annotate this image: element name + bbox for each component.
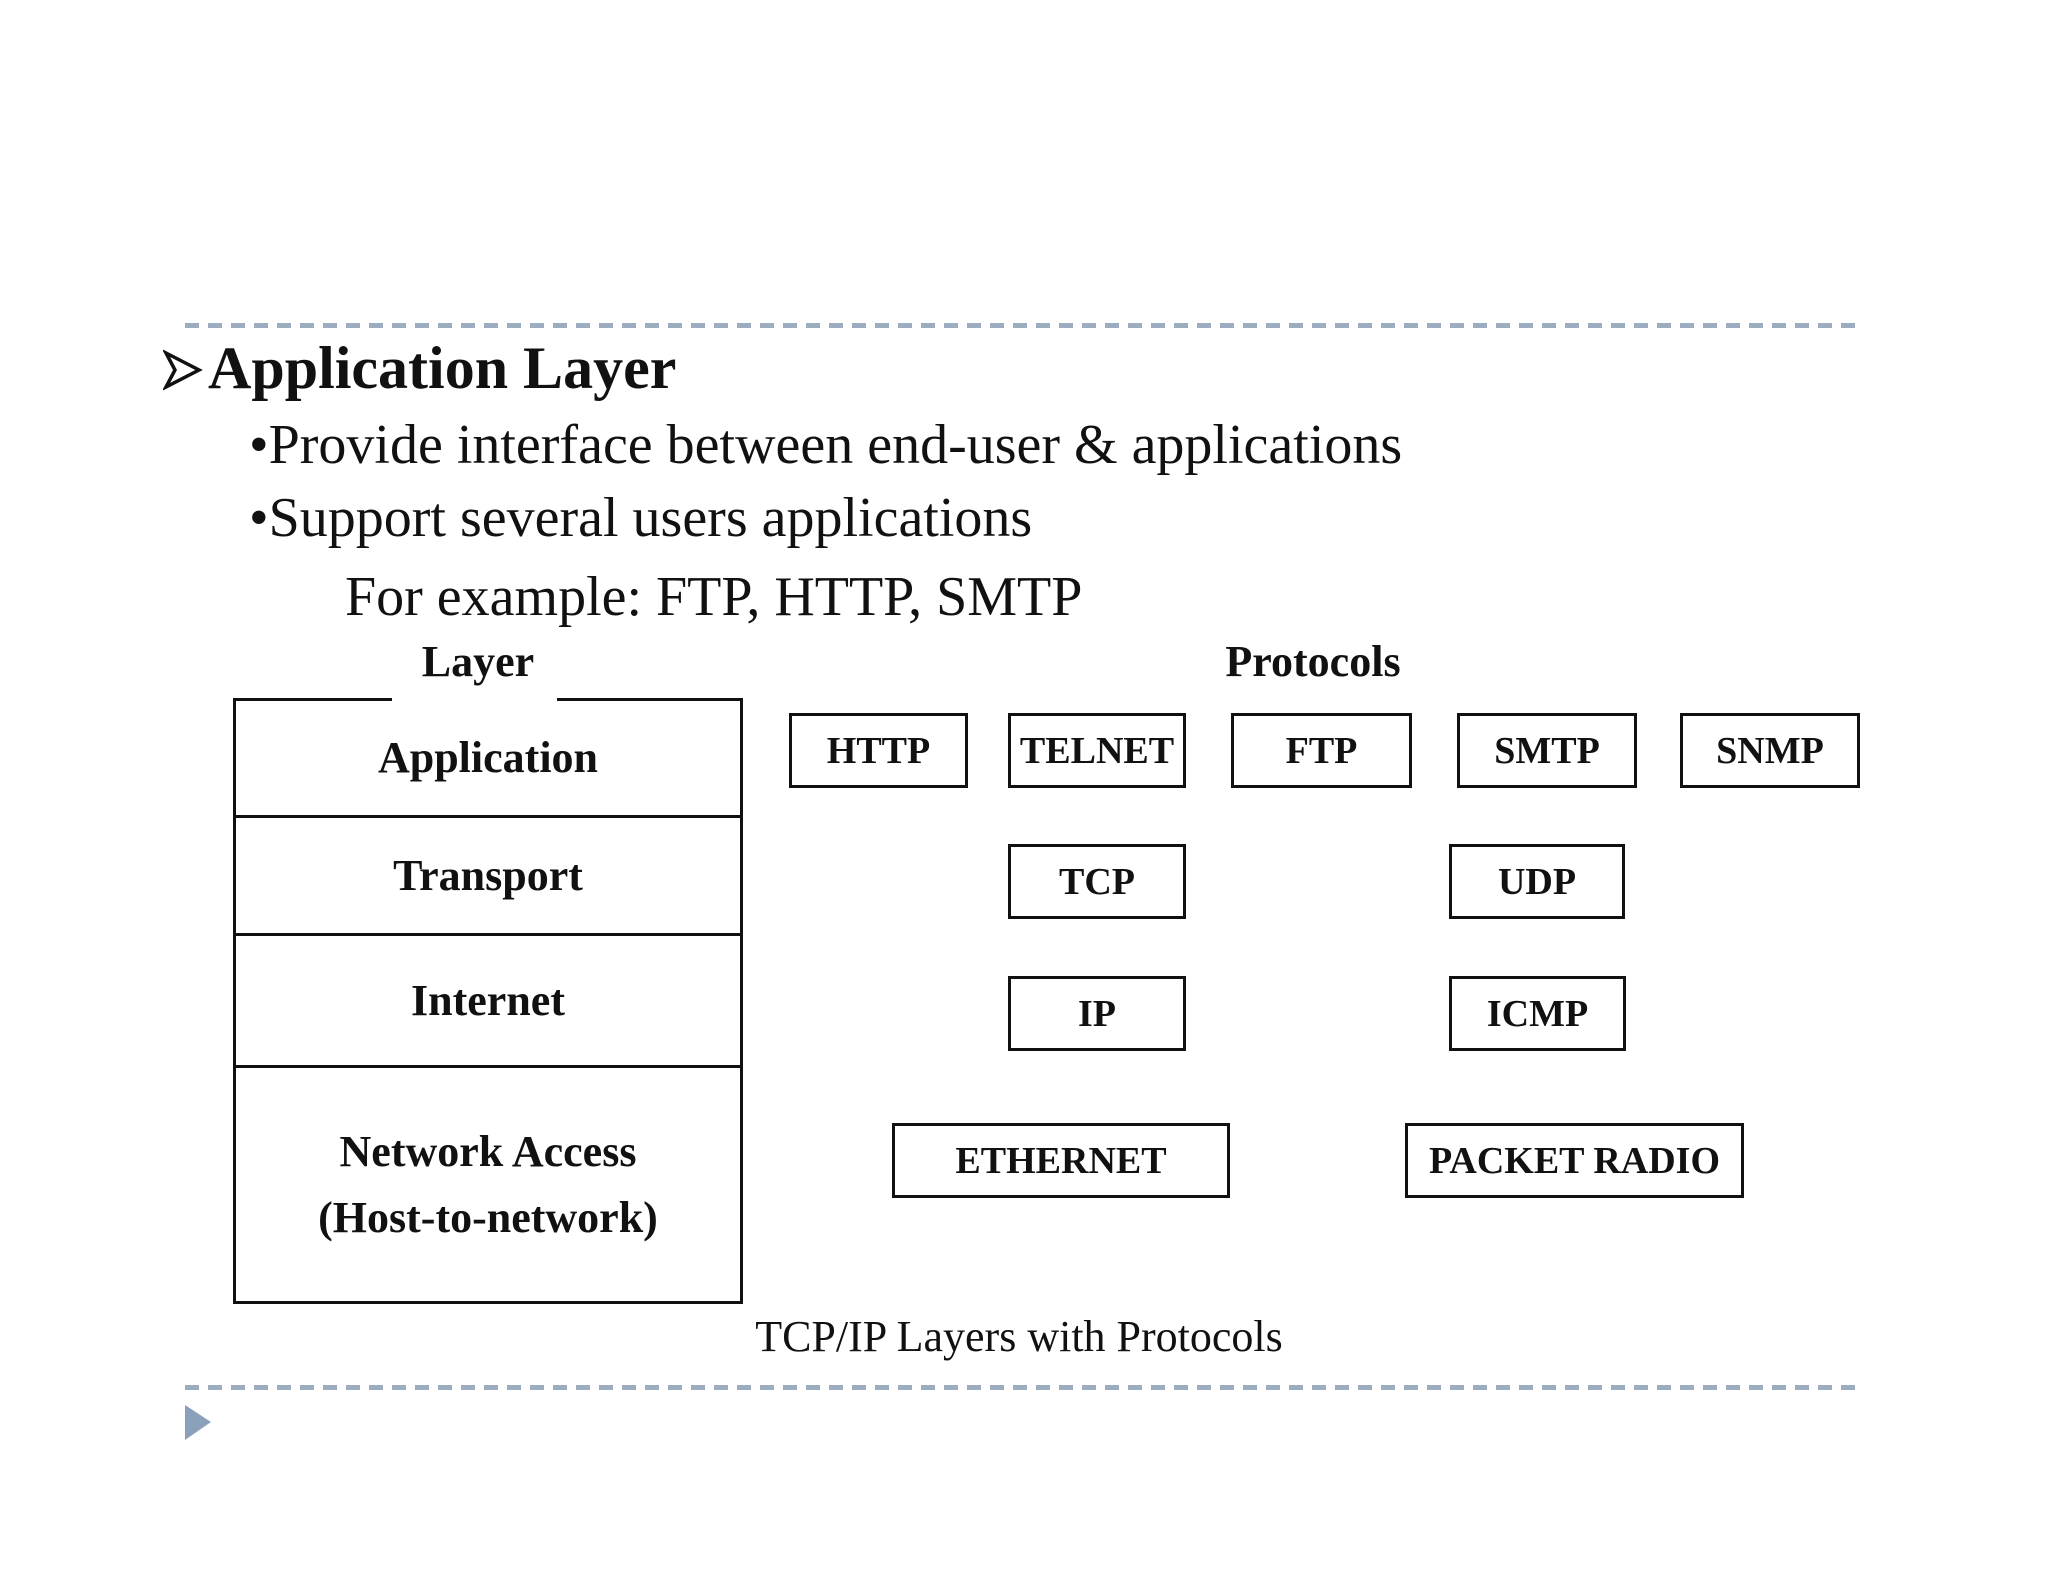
table-row-transport: Transport xyxy=(236,815,740,933)
arrow-right-bullet-icon xyxy=(163,349,203,391)
layers-table: Application Transport Internet Network A… xyxy=(233,698,743,1304)
page-title: Application Layer xyxy=(208,335,677,401)
protocol-box-icmp: ICMP xyxy=(1449,976,1626,1051)
protocol-box-telnet: TELNET xyxy=(1008,713,1186,788)
example-text: For example: FTP, HTTP, SMTP xyxy=(345,566,1083,628)
protocol-box-http: HTTP xyxy=(789,713,968,788)
protocol-box-tcp: TCP xyxy=(1008,844,1186,919)
bullet-item-1: •Provide interface between end-user & ap… xyxy=(249,414,1403,476)
table-border-gap xyxy=(392,696,557,704)
layer-column-header: Layer xyxy=(421,637,535,686)
protocol-box-smtp: SMTP xyxy=(1457,713,1637,788)
top-dashed-divider xyxy=(185,323,1863,328)
table-row-label: Transport xyxy=(393,850,583,900)
table-row-label: Application xyxy=(377,733,599,782)
protocol-box-udp: UDP xyxy=(1449,844,1625,919)
table-row-application: Application xyxy=(236,701,740,815)
protocol-box-ethernet: ETHERNET xyxy=(892,1123,1230,1198)
table-row-label: Internet xyxy=(411,975,565,1025)
protocol-box-ip: IP xyxy=(1008,976,1186,1051)
table-row-internet: Internet xyxy=(236,933,740,1065)
table-row-network-access: Network Access (Host-to-network) xyxy=(236,1065,740,1301)
protocols-column-header: Protocols xyxy=(1225,637,1401,686)
protocol-box-ftp: FTP xyxy=(1231,713,1412,788)
heading: Application Layer xyxy=(163,338,676,398)
right-triangle-icon xyxy=(185,1405,211,1440)
table-row-label: Network Access xyxy=(339,1126,637,1176)
bottom-dashed-divider xyxy=(185,1385,1863,1390)
protocol-box-packet-radio: PACKET RADIO xyxy=(1405,1123,1744,1198)
table-row-sublabel: (Host-to-network) xyxy=(318,1192,658,1242)
diagram-caption: TCP/IP Layers with Protocols xyxy=(755,1312,1283,1361)
bullet-item-2: •Support several users applications xyxy=(249,487,1033,549)
protocol-box-snmp: SNMP xyxy=(1680,713,1860,788)
